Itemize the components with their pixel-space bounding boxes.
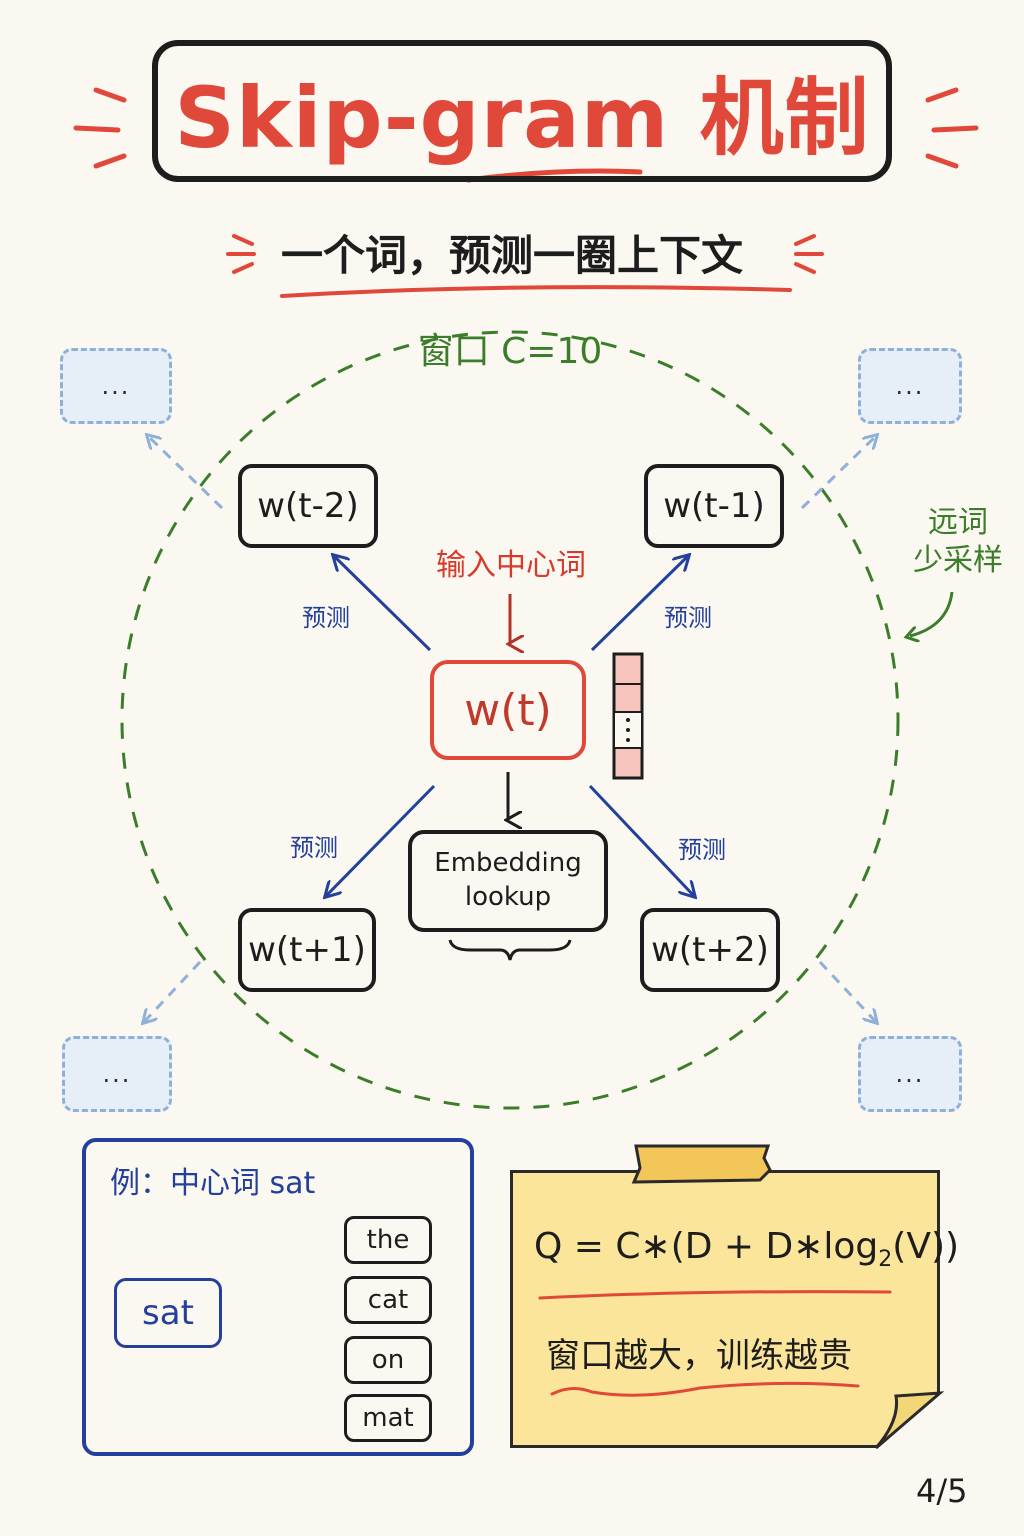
page-subtitle: 一个词，预测一圈上下文 bbox=[280, 231, 743, 280]
title-decoration-left bbox=[73, 87, 127, 169]
predict-arrow-bottom-right bbox=[588, 784, 694, 896]
predict-label-bottom-left: 预测 bbox=[290, 834, 338, 862]
outer-placeholder-bottom-left: ... bbox=[62, 1036, 172, 1112]
example-target-word: mat bbox=[344, 1394, 432, 1442]
formula-end: (V)) bbox=[892, 1226, 960, 1267]
cost-note-text: 窗口越大，训练越贵 bbox=[546, 1336, 852, 1376]
example-target-word: cat bbox=[344, 1276, 432, 1324]
predict-arrow-bottom-left bbox=[326, 784, 436, 896]
predict-label-bottom-right: 预测 bbox=[678, 836, 726, 864]
embedding-vector-icon bbox=[612, 652, 644, 780]
context-word-top-right: w(t-1) bbox=[644, 464, 784, 548]
predict-label-top-right: 预测 bbox=[664, 604, 712, 632]
context-word-bottom-right: w(t+2) bbox=[640, 908, 780, 992]
outer-arrow-top-right bbox=[800, 436, 876, 510]
page-title: Skip-gram 机制 bbox=[174, 68, 870, 167]
example-title: 例：中心词 sat bbox=[110, 1166, 316, 1201]
outer-placeholder-bottom-right: ... bbox=[858, 1036, 962, 1112]
formula-main: Q = C∗(D + D∗log bbox=[534, 1226, 879, 1267]
far-note-arrow bbox=[910, 591, 954, 636]
predict-arrow-top-left bbox=[334, 556, 432, 652]
outer-arrow-top-left bbox=[148, 436, 224, 510]
cost-formula: Q = C∗(D + D∗log2(V)) bbox=[534, 1226, 959, 1272]
embedding-brace bbox=[448, 939, 572, 961]
example-target-word: on bbox=[344, 1336, 432, 1384]
outer-arrow-bottom-right bbox=[818, 960, 876, 1022]
context-word-top-left: w(t-2) bbox=[238, 464, 378, 548]
predict-label-top-left: 预测 bbox=[302, 604, 350, 632]
input-center-label: 输入中心词 bbox=[436, 548, 586, 583]
center-word: w(t) bbox=[430, 660, 586, 760]
outer-placeholder-top-right: ... bbox=[858, 348, 962, 424]
far-words-note: 远词 少采样 bbox=[913, 505, 1003, 578]
window-circle bbox=[120, 330, 900, 1110]
formula-subscript: 2 bbox=[878, 1247, 893, 1273]
subtitle-underline bbox=[280, 285, 792, 298]
subtitle-decoration-left bbox=[226, 234, 256, 274]
subtitle-decoration-right bbox=[794, 234, 824, 274]
example-target-word: the bbox=[344, 1216, 432, 1264]
window-label: 窗口 C=10 bbox=[417, 331, 603, 372]
title-frame: Skip-gram 机制 bbox=[152, 40, 892, 182]
outer-placeholder-top-left: ... bbox=[60, 348, 172, 424]
embedding-lookup-box: Embedding lookup bbox=[408, 830, 608, 932]
predict-arrow-top-right bbox=[590, 556, 688, 652]
page-number: 4/5 bbox=[916, 1472, 968, 1510]
context-word-bottom-left: w(t+1) bbox=[238, 908, 376, 992]
sticky-note bbox=[510, 1170, 940, 1448]
outer-arrow-bottom-left bbox=[144, 960, 202, 1022]
title-decoration-right bbox=[925, 87, 979, 169]
example-center-word: sat bbox=[114, 1278, 222, 1348]
